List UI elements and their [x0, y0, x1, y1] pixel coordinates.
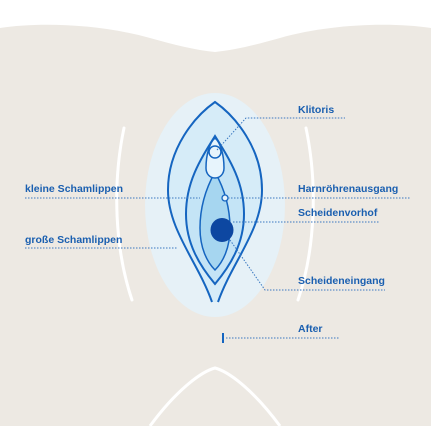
label-clitoris: Klitoris	[298, 104, 334, 116]
label-vestibule: Scheidenvorhof	[298, 207, 378, 219]
label-anus: After	[298, 323, 323, 335]
label-urethral-opening: Harnröhrenausgang	[298, 183, 398, 195]
vaginal-opening-mark	[211, 218, 234, 242]
label-outer-labia: große Schamlippen	[25, 234, 122, 246]
label-vaginal-opening: Scheideneingang	[298, 275, 385, 287]
label-inner-labia: kleine Schamlippen	[25, 183, 123, 195]
urethral-opening-mark	[222, 195, 228, 201]
